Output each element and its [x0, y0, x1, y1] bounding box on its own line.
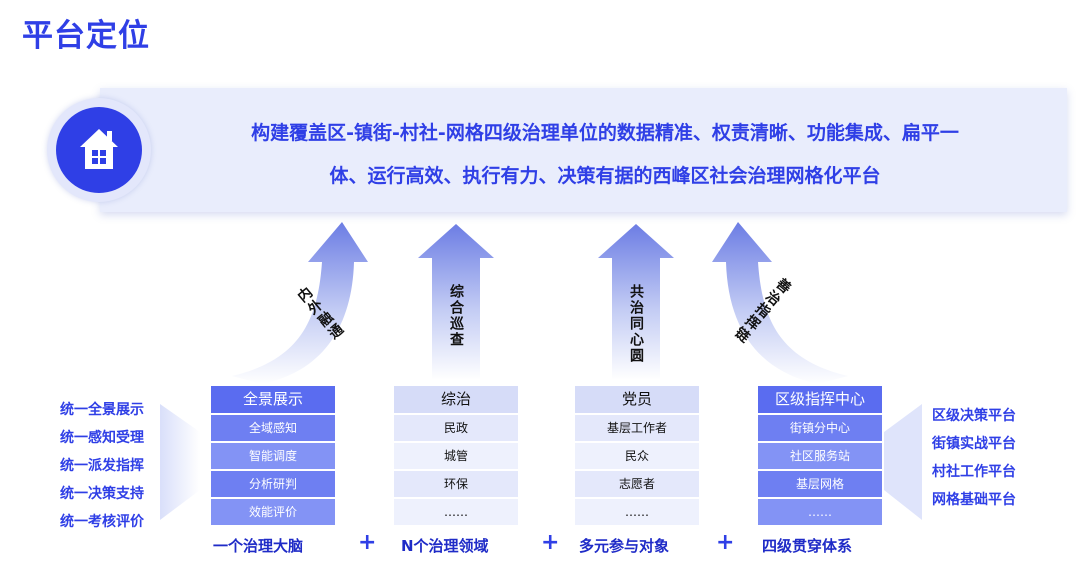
column-item: 民政 [394, 415, 518, 441]
arrow-label-3: 共治同心圆 [628, 284, 644, 364]
home-icon [80, 129, 118, 169]
column-item: 城管 [394, 443, 518, 469]
column-header: 党员 [575, 386, 699, 413]
right-chevron-arrow [884, 404, 922, 520]
column-item: 志愿者 [575, 471, 699, 497]
caption-participants: 多元参与对象 [579, 537, 670, 555]
arrow-label-2: 综合巡查 [448, 284, 464, 348]
column-item: 分析研判 [211, 471, 335, 497]
list-item: 统一考核评价 [60, 514, 144, 530]
banner-text: 构建覆盖区-镇街-村社-网格四级治理单位的数据精准、权责清晰、功能集成、扁平一 … [170, 112, 1040, 198]
column-levels: 区级指挥中心 街镇分中心 社区服务站 基层网格 …… [758, 386, 882, 527]
arrow-comprehensive-patrol [418, 224, 494, 380]
column-participants: 党员 基层工作者 民众 志愿者 …… [575, 386, 699, 527]
column-item: 街镇分中心 [758, 415, 882, 441]
plus-sign: + [716, 530, 735, 555]
positioning-banner [100, 88, 1067, 212]
column-header: 区级指挥中心 [758, 386, 882, 413]
caption-domains: N个治理领域 [401, 537, 489, 555]
column-brain: 全景展示 全域感知 智能调度 分析研判 效能评价 [211, 386, 335, 527]
arrow-co-governance [598, 224, 674, 380]
left-unified-list: 统一全景展示 统一感知受理 统一派发指挥 统一决策支持 统一考核评价 [60, 396, 144, 536]
column-item: 智能调度 [211, 443, 335, 469]
column-item: 全域感知 [211, 415, 335, 441]
column-item: 效能评价 [211, 499, 335, 525]
column-item: …… [394, 499, 518, 525]
right-platform-list: 区级决策平台 街镇实战平台 村社工作平台 网格基础平台 [932, 402, 1016, 514]
column-item: 民众 [575, 443, 699, 469]
column-item: 基层网格 [758, 471, 882, 497]
list-item: 统一全景展示 [60, 402, 144, 418]
list-item: 网格基础平台 [932, 492, 1016, 508]
list-item: 村社工作平台 [932, 464, 1016, 480]
column-item: …… [575, 499, 699, 525]
list-item: 统一感知受理 [60, 430, 144, 446]
arrow-inner-outer [232, 222, 368, 384]
caption-levels: 四级贯穿体系 [762, 537, 853, 555]
column-header: 全景展示 [211, 386, 335, 413]
list-item: 统一派发指挥 [60, 458, 144, 474]
plus-sign: + [541, 530, 560, 555]
plus-sign: + [358, 530, 377, 555]
banner-line-1: 构建覆盖区-镇街-村社-网格四级治理单位的数据精准、权责清晰、功能集成、扁平一 [251, 122, 959, 144]
column-domains: 综治 民政 城管 环保 …… [394, 386, 518, 527]
list-item: 统一决策支持 [60, 486, 144, 502]
column-item: 社区服务站 [758, 443, 882, 469]
arrow-command-chain [712, 222, 848, 384]
column-item: 基层工作者 [575, 415, 699, 441]
column-item: …… [758, 499, 882, 525]
page-title: 平台定位 [22, 18, 150, 54]
home-icon-badge [56, 107, 142, 193]
left-chevron-arrow [160, 404, 200, 520]
caption-brain: 一个治理大脑 [213, 537, 304, 555]
list-item: 街镇实战平台 [932, 436, 1016, 452]
column-item: 环保 [394, 471, 518, 497]
banner-line-2: 体、运行高效、执行有力、决策有据的西峰区社会治理网格化平台 [329, 165, 881, 187]
list-item: 区级决策平台 [932, 408, 1016, 424]
column-header: 综治 [394, 386, 518, 413]
